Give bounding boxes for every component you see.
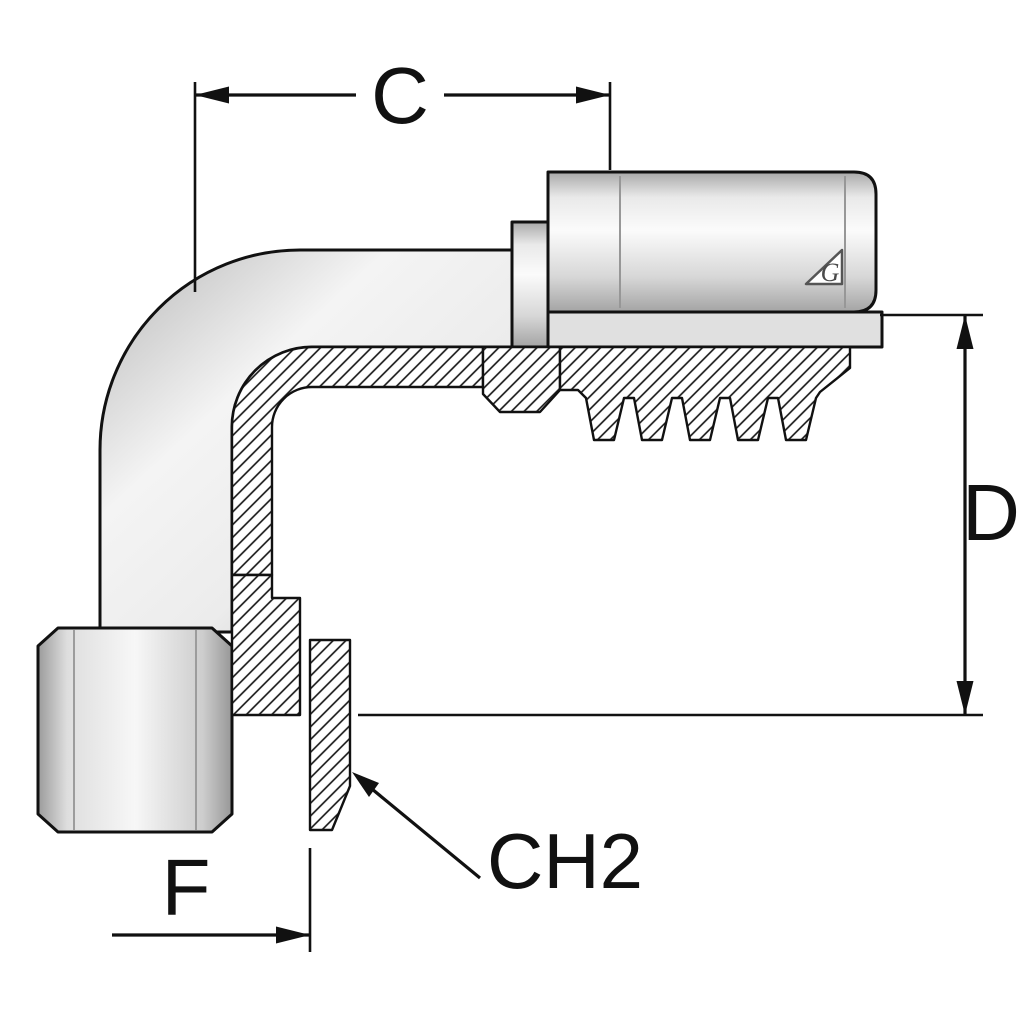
- dim-f-arrow-right: [276, 926, 310, 944]
- brand-triangle-icon: [804, 248, 844, 286]
- brand-letter: G: [821, 258, 840, 287]
- ch2-leader-arrow: [352, 772, 379, 797]
- hose-tube-stub: [546, 310, 884, 349]
- fitting-body: [36, 170, 884, 834]
- dim-f-label: F: [162, 843, 211, 932]
- dim-d-arrow-bottom: [956, 681, 974, 715]
- elbow-wall-section: [230, 345, 485, 577]
- dim-d-label: D: [962, 468, 1020, 557]
- dimension-f: F: [112, 843, 312, 952]
- ch2-label: CH2: [487, 817, 643, 905]
- callout-ch2: CH2: [352, 772, 643, 905]
- dimension-c: C: [193, 51, 612, 292]
- elbow-tube: [98, 248, 514, 634]
- dim-c-arrow-left: [195, 86, 229, 104]
- crimp-ferrule: [546, 170, 878, 314]
- collar-step: [510, 220, 550, 349]
- dim-d-arrow-top: [956, 315, 974, 349]
- dim-c-arrow-right: [576, 86, 610, 104]
- port-wall-section: [230, 573, 302, 717]
- nipple-barb-section: [558, 345, 852, 442]
- ch2-leader-line: [370, 787, 482, 880]
- brand-mark: G: [804, 248, 844, 287]
- socket-lip-section: [481, 345, 562, 414]
- dimension-d: D: [358, 313, 1020, 717]
- swivel-nut: [36, 626, 234, 834]
- dim-c-label: C: [371, 51, 429, 140]
- nut-wall-section: [308, 638, 352, 832]
